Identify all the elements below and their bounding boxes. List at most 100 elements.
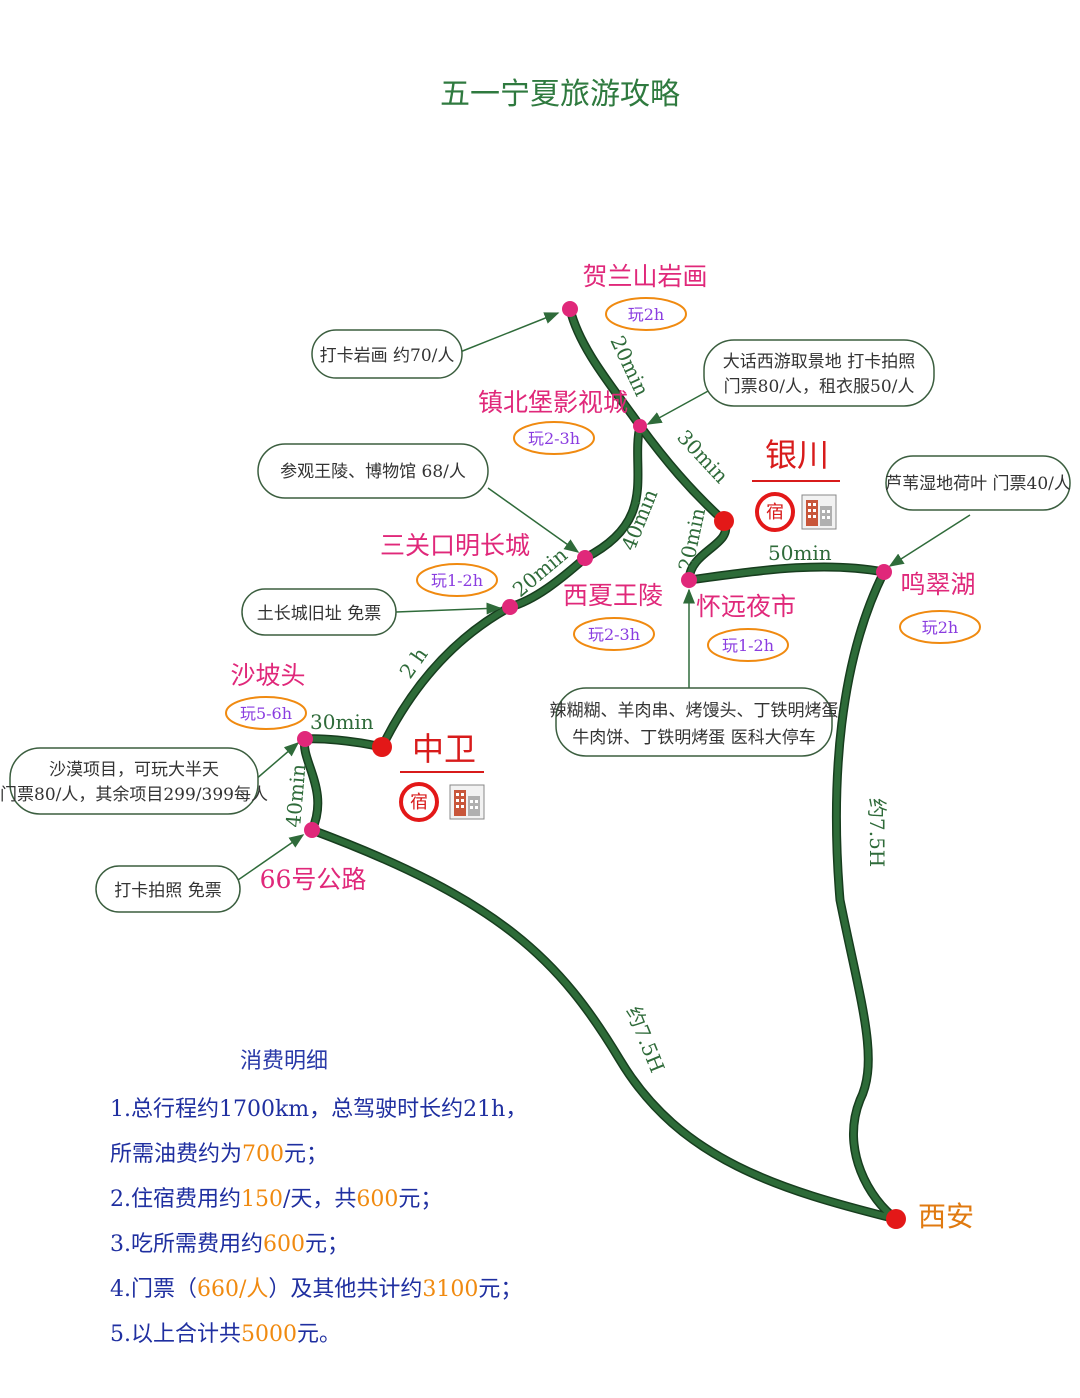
place-label-mingcui: 鸣翠湖 (900, 570, 975, 599)
travel-time-shapo-zhongwei: 30min (310, 710, 374, 734)
hotel-icon-yinchuan (801, 494, 837, 530)
spot-dot-mingcui (876, 564, 892, 580)
note-line: 芦苇湿地荷叶 门票40/人 (885, 474, 1071, 494)
stay-badge-yinchuan: 宿 (755, 492, 795, 532)
badge-text-zhenbeibao: 玩2-3h (528, 429, 580, 448)
travel-time-zhenbei-xixia: 40min (616, 486, 662, 554)
place-label-sanguankou: 三关口明长城 (380, 531, 530, 560)
cost-text: 元； (398, 1187, 442, 1212)
place-label-huaiyuan: 怀远夜市 (696, 592, 796, 621)
badge-shapotou: 玩5-6h (225, 696, 307, 730)
note-cloud-shapotou: 沙漠项目，可玩大半天 门票80/人，其余项目299/399每人 (0, 747, 268, 815)
place-label-helanshan: 贺兰山岩画 (582, 262, 707, 291)
cost-line: 5.以上合计共5000元。 (110, 1322, 341, 1347)
city-dot-yinchuan (714, 511, 734, 531)
cost-line: 1.总行程约1700km，总驾驶时长约21h， (110, 1097, 527, 1122)
cost-text: 元； (478, 1277, 522, 1302)
city-label-zhongwei: 中卫 (412, 730, 476, 768)
note-arrows (237, 312, 971, 881)
spot-dot-xixia (577, 550, 593, 566)
city-dot-zhongwei (372, 737, 392, 757)
badge-text-xixia: 玩2-3h (588, 625, 640, 644)
badge-zhenbeibao: 玩2-3h (513, 421, 595, 455)
cost-text: ）及其他共计约 (268, 1277, 422, 1302)
cost-amount: 600 (356, 1187, 398, 1212)
cost-text: 所需油费约为 (110, 1142, 242, 1167)
cost-amount: 660/人 (197, 1277, 268, 1302)
cost-text: 元； (284, 1142, 328, 1167)
note-line: 门票80/人，租衣服50/人 (724, 377, 915, 397)
spot-dot-helanshan (562, 301, 578, 317)
note-line: 打卡拍照 免票 (114, 881, 221, 901)
city-dot-xian (886, 1209, 906, 1229)
travel-time-route66-xian: 约7.5H (621, 1003, 669, 1076)
spot-dot-zhenbeibao (633, 419, 647, 433)
spot-dot-huaiyuan (681, 572, 697, 588)
travel-time-yinchuan-huaiyuan: 20min (673, 506, 710, 573)
cost-text: 5.以上合计共 (110, 1322, 241, 1347)
badge-text-mingcui: 玩2h (922, 618, 959, 637)
note-cloud-huaiyuan: 辣糊糊、羊肉串、烤馒头、丁铁明烤蛋 牛肉饼、丁铁明烤蛋 医科大停车 (550, 687, 839, 757)
travel-time-huaiyuan-mingcui: 50min (768, 541, 832, 565)
cost-text: 2.住宿费用约 (110, 1187, 241, 1212)
city-label-xian: 西安 (918, 1200, 974, 1233)
cost-text: 4.门票（ (110, 1277, 197, 1302)
hotel-icon-zhongwei (449, 784, 485, 820)
note-cloud-helanshan: 打卡岩画 约70/人 (311, 329, 463, 379)
badge-text-sanguankou: 玩1-2h (431, 571, 483, 590)
note-line: 辣糊糊、羊肉串、烤馒头、丁铁明烤蛋 (550, 701, 839, 721)
spot-dot-sanguankou (502, 599, 518, 615)
cost-amount: 5000 (241, 1322, 297, 1347)
note-line: 土长城旧址 免票 (257, 604, 381, 624)
badge-huaiyuan: 玩1-2h (707, 628, 789, 662)
place-label-xixia: 西夏王陵 (563, 581, 663, 610)
stay-text-yinchuan: 宿 (766, 502, 784, 523)
cost-text: 元。 (297, 1322, 341, 1347)
note-line: 打卡岩画 约70/人 (320, 346, 455, 366)
badge-xixia: 玩2-3h (573, 617, 655, 651)
cost-amount: 600 (263, 1232, 305, 1257)
cost-text: 3.吃所需费用约 (110, 1232, 263, 1257)
note-cloud-xixia: 参观王陵、博物馆 68/人 (257, 443, 489, 499)
travel-time-route66-shapo: 40min (281, 763, 310, 829)
city-label-yinchuan: 银川 (765, 436, 829, 474)
badge-helanshan: 玩2h (605, 297, 687, 331)
cost-line: 2.住宿费用约150/天，共600元； (110, 1187, 442, 1212)
page-title: 五一宁夏旅游攻略 (440, 77, 680, 112)
note-cloud-sanguankou: 土长城旧址 免票 (241, 588, 397, 636)
note-line: 牛肉饼、丁铁明烤蛋 医科大停车 (572, 728, 815, 748)
note-cloud-route66: 打卡拍照 免票 (95, 865, 241, 913)
cost-heading: 消费明细 (240, 1049, 328, 1074)
badge-text-huaiyuan: 玩1-2h (722, 636, 774, 655)
note-line: 大话西游取景地 打卡拍照 (723, 352, 915, 372)
cost-list: 1.总行程约1700km，总驾驶时长约21h，所需油费约为700元；2.住宿费用… (110, 1097, 527, 1347)
badge-mingcui: 玩2h (899, 610, 981, 644)
badge-sanguankou: 玩1-2h (416, 563, 498, 597)
spot-dot-route66 (304, 822, 320, 838)
place-label-shapotou: 沙坡头 (230, 661, 305, 690)
badge-text-helanshan: 玩2h (628, 305, 665, 324)
place-label-route66: 66号公路 (260, 865, 367, 894)
cost-amount: 700 (242, 1142, 284, 1167)
note-cloud-mingcui: 芦苇湿地荷叶 门票40/人 (885, 455, 1071, 511)
cost-amount: 150 (241, 1187, 283, 1212)
cost-text: 1.总行程约1700km，总驾驶时长约21h， (110, 1097, 527, 1122)
cost-line: 所需油费约为700元； (110, 1142, 328, 1167)
cost-text: 元； (305, 1232, 349, 1257)
note-line: 参观王陵、博物馆 68/人 (280, 462, 466, 482)
spot-dot-shapotou (297, 731, 313, 747)
badge-text-shapotou: 玩5-6h (240, 704, 292, 723)
spot-dots (297, 301, 906, 1229)
note-line: 门票80/人，其余项目299/399每人 (0, 785, 268, 805)
note-line: 沙漠项目，可玩大半天 (49, 760, 219, 780)
stay-text-zhongwei: 宿 (410, 792, 428, 813)
travel-time-mingcui-xian: 约7.5H (865, 798, 889, 867)
cost-amount: 3100 (422, 1277, 478, 1302)
stay-badge-zhongwei: 宿 (399, 782, 439, 822)
note-cloud-zhenbeibao: 大话西游取景地 打卡拍照 门票80/人，租衣服50/人 (703, 339, 935, 407)
cost-line: 3.吃所需费用约600元； (110, 1232, 349, 1257)
cost-text: /天，共 (283, 1187, 356, 1212)
cost-line: 4.门票（660/人）及其他共计约3100元； (110, 1277, 522, 1302)
